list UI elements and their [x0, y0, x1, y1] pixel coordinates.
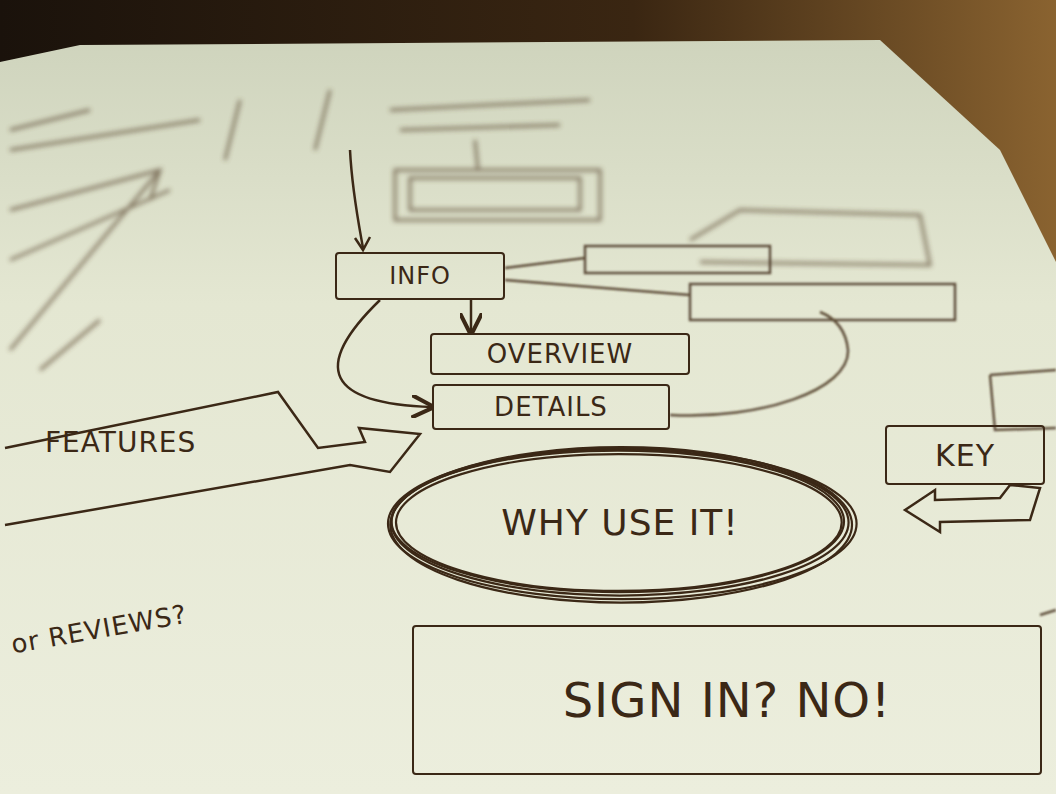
node-text: OVERVIEW	[487, 340, 633, 369]
process-box: DETAILS	[432, 384, 670, 430]
note-box: SIGN IN? NO!	[412, 625, 1042, 775]
node-text: FEATURES	[45, 428, 196, 459]
node-text: WHY USE IT!	[501, 503, 739, 543]
node-text: KEY	[935, 439, 995, 472]
node-text: INFO	[389, 263, 451, 289]
arrow-callout: FEATURES	[5, 388, 425, 528]
node-text: DETAILS	[494, 393, 608, 422]
process-box: INFO	[335, 252, 505, 300]
connector-arrow	[470, 300, 473, 333]
process-box: OVERVIEW	[430, 333, 690, 375]
circled-note: WHY USE IT!	[380, 440, 860, 605]
connector-arrow	[338, 300, 432, 407]
node-text: SIGN IN? NO!	[563, 674, 892, 727]
key-box: KEY	[885, 425, 1045, 485]
